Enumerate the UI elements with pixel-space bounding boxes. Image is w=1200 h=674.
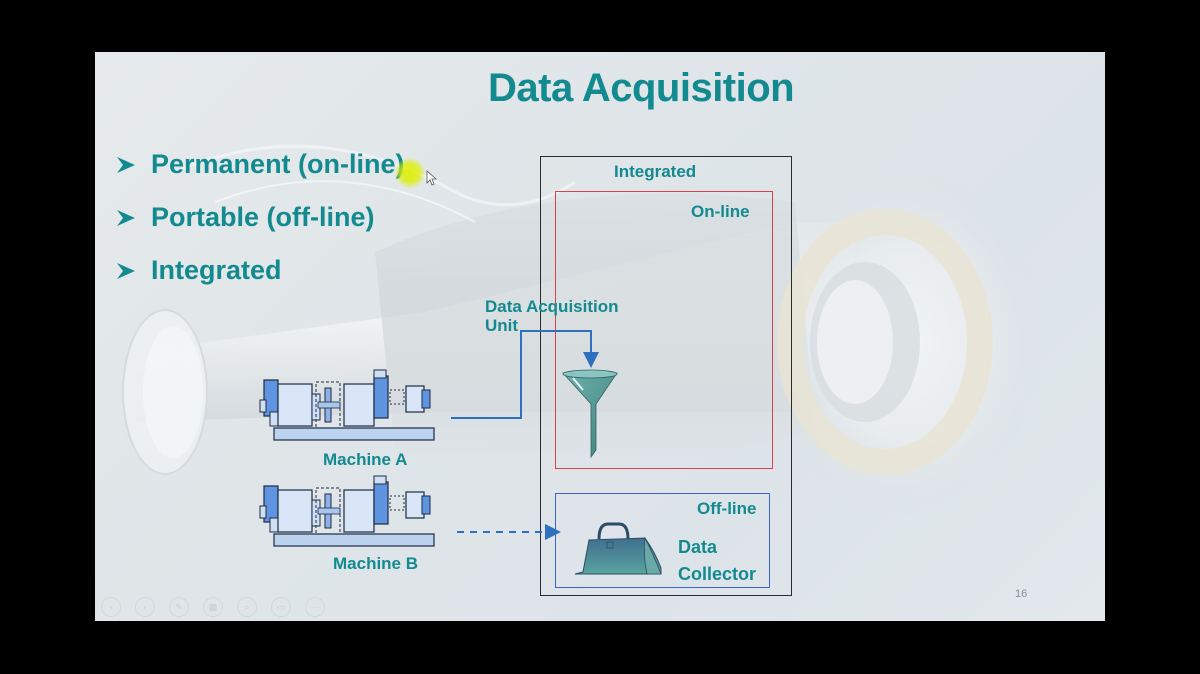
next-icon[interactable]: › — [135, 597, 155, 617]
data-collector-label: Data Collector — [678, 534, 756, 588]
offline-box — [555, 493, 770, 588]
data-collector-line1: Data — [678, 537, 718, 557]
previous-icon[interactable]: ‹ — [101, 597, 121, 617]
data-acquisition-unit-label: Data Acquisition Unit — [485, 297, 619, 335]
bullet-list: Permanent (on-line) Portable (off-line) … — [115, 138, 405, 297]
bullet-item: Permanent (on-line) — [115, 138, 405, 191]
data-collector-line2: Collector — [678, 564, 757, 584]
machine-b-label: Machine B — [333, 554, 419, 573]
subtitles-icon[interactable]: ▭ — [271, 597, 291, 617]
cursor-highlight — [395, 158, 425, 188]
dau-line2: Unit — [485, 316, 519, 335]
arrowhead-bullet-icon — [117, 262, 135, 279]
more-icon[interactable]: ⋯ — [305, 597, 325, 617]
integrated-label: Integrated — [614, 162, 697, 181]
offline-label: Off-line — [697, 499, 757, 518]
bullet-text: Portable (off-line) — [151, 202, 375, 232]
zoom-icon[interactable]: ⌕ — [237, 597, 257, 617]
bullet-item: Portable (off-line) — [115, 191, 405, 244]
machine-a-label: Machine A — [323, 450, 408, 469]
dau-line1: Data Acquisition — [485, 297, 619, 316]
arrowhead-bullet-icon — [117, 209, 135, 226]
slide-title: Data Acquisition — [488, 66, 795, 110]
bullet-item: Integrated — [115, 244, 405, 297]
presentation-slide: Data Acquisition Permanent (on-line) Por… — [95, 52, 1105, 621]
slide-number: 16 — [1015, 588, 1028, 600]
slides-icon[interactable]: ▦ — [203, 597, 223, 617]
arrowhead-bullet-icon — [117, 156, 135, 173]
turbine-background-image — [122, 144, 1045, 517]
pen-icon[interactable]: ✎ — [169, 597, 189, 617]
bullet-text: Integrated — [151, 255, 282, 285]
slideshow-controls: ‹ › ✎ ▦ ⌕ ▭ ⋯ — [101, 597, 325, 617]
bullet-text: Permanent (on-line) — [151, 149, 405, 179]
online-label: On-line — [691, 202, 750, 221]
mouse-pointer-icon — [426, 170, 438, 186]
